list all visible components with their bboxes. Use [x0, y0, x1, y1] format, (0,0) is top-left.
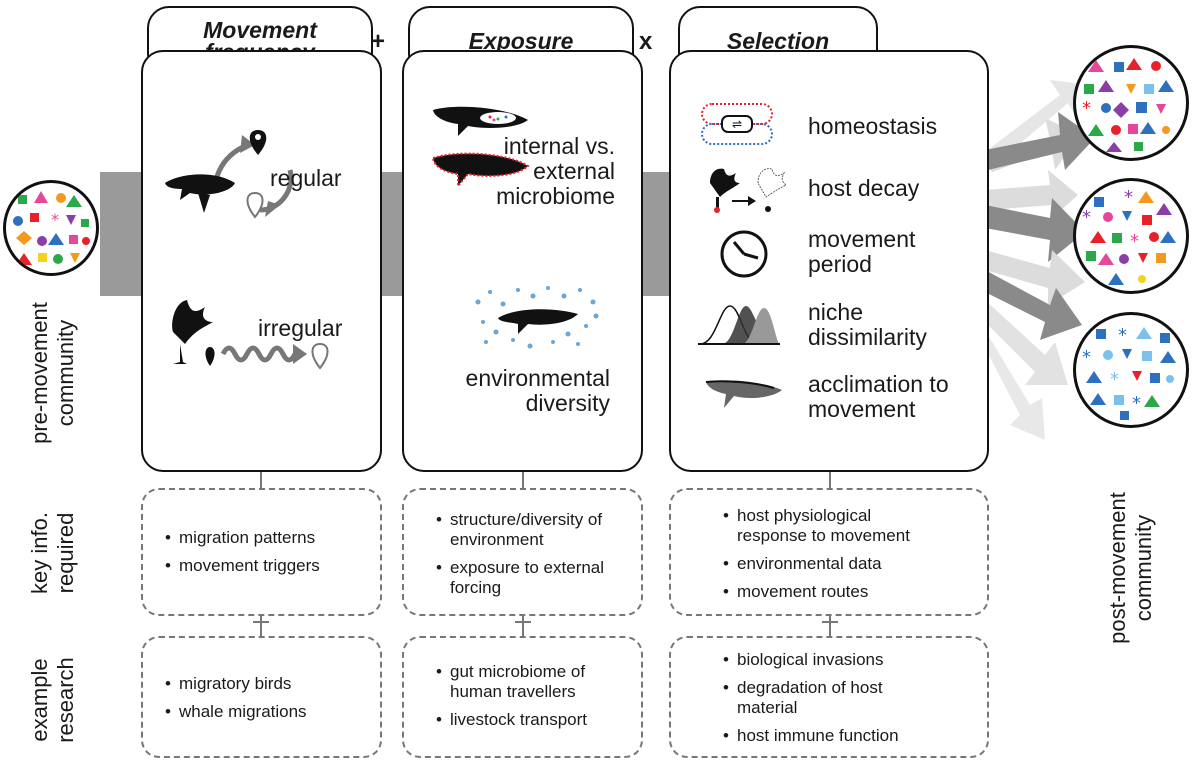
exposure-title-text: Exposure	[468, 28, 574, 54]
acclimation-label: acclimation to movement	[808, 371, 949, 422]
environmental-diversity-label: environmental diversity	[465, 365, 610, 416]
movement-period-label: movement period	[808, 226, 916, 277]
output-arrows	[985, 80, 1095, 440]
key-info-item: movement triggers	[165, 556, 368, 576]
mixed-microbe-shapes-2: * * *	[1082, 187, 1176, 285]
post-movement-community-circle-3: * * * * *	[1073, 312, 1189, 428]
selection-title-text: Selection	[726, 28, 830, 54]
pre-movement-label-text: pre-movement community	[27, 302, 78, 444]
key-info-label-text: key info. required	[27, 512, 78, 594]
svg-text:⇌: ⇌	[732, 117, 742, 131]
example-item: livestock transport	[436, 710, 631, 730]
example-research-label-text: example research	[27, 657, 78, 743]
example-item: degradation of host material	[723, 678, 897, 718]
key-info-item: environmental data	[723, 554, 977, 574]
key-info-item: exposure to external forcing	[436, 558, 620, 598]
svg-text:*: *	[51, 210, 59, 229]
times-operator: x	[639, 28, 653, 55]
environmental-diversity-icon	[475, 286, 599, 349]
key-info-item: movement routes	[723, 582, 977, 602]
example-item: host immune function	[723, 726, 977, 746]
mixed-microbe-shapes-3: * * * * *	[1082, 325, 1176, 423]
svg-text:*: *	[1124, 187, 1133, 208]
clock-icon	[720, 230, 768, 278]
niche-dissimilarity-icon	[698, 305, 780, 345]
post-movement-community-circle-1: *	[1073, 45, 1189, 161]
post-movement-community-circle-2: * * *	[1073, 178, 1189, 294]
homeostasis-label: homeostasis	[808, 113, 938, 139]
movement-frequency-panel	[141, 50, 382, 472]
mixed-microbe-shapes: *	[13, 191, 90, 265]
plus-operator: +	[371, 28, 386, 55]
post-movement-label: post-movement community	[1105, 483, 1161, 653]
example-item: migratory birds	[165, 674, 368, 694]
host-decay-icon	[710, 168, 786, 213]
regular-label: regular	[270, 165, 342, 191]
svg-text:*: *	[1130, 231, 1139, 252]
irregular-movement-icon	[172, 300, 329, 370]
key-info-item: host physiological response to movement	[723, 506, 917, 546]
svg-text:*: *	[1132, 393, 1141, 414]
svg-text:*: *	[1082, 347, 1091, 368]
key-info-movement-box: migration patterns movement triggers	[141, 488, 382, 616]
whale-microbiome-icon	[431, 106, 530, 189]
homeostasis-icon: ⇌	[701, 103, 773, 145]
key-info-selection-box: host physiological response to movement …	[669, 488, 989, 616]
example-research-movement-box: migratory birds whale migrations	[141, 636, 382, 758]
pre-movement-label: pre-movement community	[27, 288, 83, 458]
acclimation-whale-icon	[705, 380, 782, 408]
example-research-selection-box: biological invasions degradation of host…	[669, 636, 989, 758]
panel-connectors	[253, 470, 838, 636]
example-item: gut microbiome of human travellers	[436, 662, 630, 702]
regular-migration-icon	[165, 130, 294, 219]
pre-movement-community-circle: *	[3, 180, 99, 276]
host-decay-label: host decay	[808, 175, 920, 201]
example-research-label: example research	[27, 650, 83, 750]
svg-text:*: *	[1110, 369, 1119, 390]
svg-text:*: *	[1082, 207, 1091, 228]
key-info-label: key info. required	[27, 503, 83, 603]
example-item: whale migrations	[165, 702, 368, 722]
example-research-exposure-box: gut microbiome of human travellers lives…	[402, 636, 643, 758]
example-item: biological invasions	[723, 650, 977, 670]
key-info-exposure-box: structure/diversity of environment expos…	[402, 488, 643, 616]
svg-text:*: *	[1082, 98, 1091, 119]
internal-external-label: internal vs. external microbiome	[496, 133, 615, 209]
svg-text:*: *	[1118, 325, 1127, 346]
post-movement-label-text: post-movement community	[1105, 492, 1156, 644]
key-info-item: migration patterns	[165, 528, 368, 548]
irregular-label: irregular	[258, 315, 343, 341]
niche-dissimilarity-label: niche dissimilarity	[808, 299, 927, 350]
mixed-microbe-shapes-1: *	[1082, 58, 1174, 152]
key-info-item: structure/diversity of environment	[436, 510, 610, 550]
